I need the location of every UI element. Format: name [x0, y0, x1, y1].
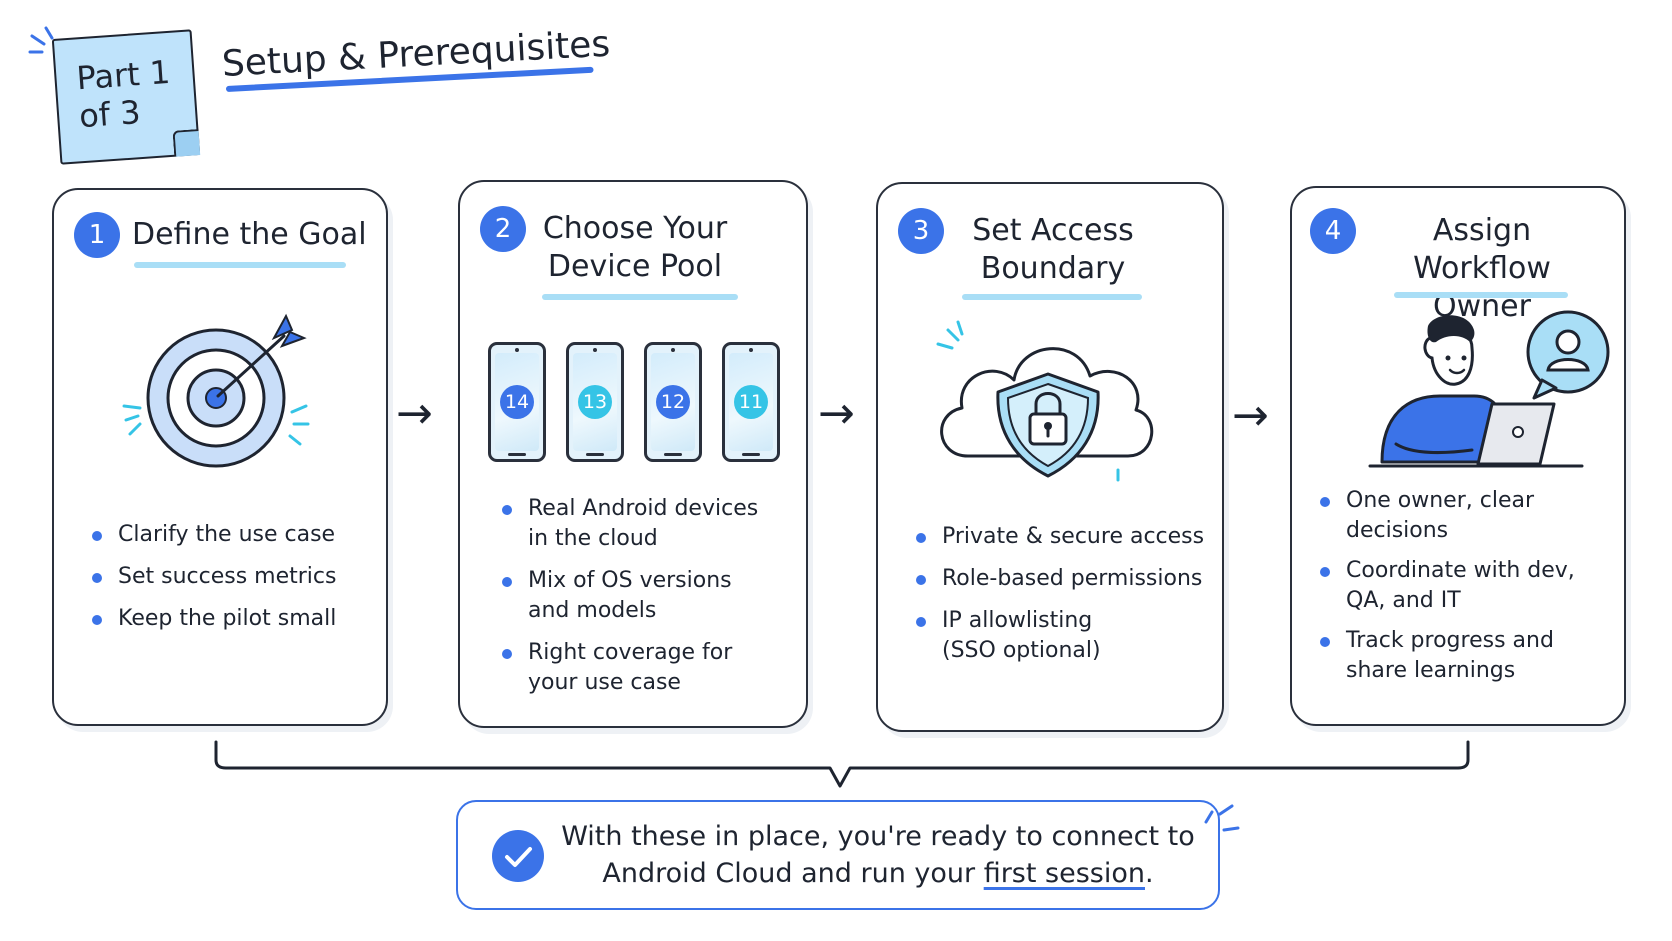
step-bullets: One owner, clear decisions Coordinate wi… [1318, 486, 1624, 686]
step-number-badge: 2 [480, 206, 526, 252]
step-card-1: 1 Define the Goal Clarify the use case S… [52, 188, 388, 726]
bullet-line: your use case [528, 670, 681, 695]
target-icon [122, 313, 310, 468]
phone-icon: 12 [644, 342, 702, 462]
bullet-line: and models [528, 598, 657, 623]
bullet-line: in the cloud [528, 526, 658, 551]
bullet-line: Mix of OS versions [528, 568, 732, 593]
bullet-line: Right coverage for [528, 640, 733, 665]
step-card-3: 3 Set Access Boundary Private & secure a… [876, 182, 1224, 732]
step-bullets: Private & secure access Role-based permi… [914, 522, 1214, 666]
step-number-badge: 3 [898, 208, 944, 254]
step-number-badge: 4 [1310, 208, 1356, 254]
step-title-line1: Set Access [972, 213, 1134, 248]
step-title-underline [962, 294, 1142, 300]
step-title: Choose Your Device Pool [520, 210, 750, 286]
bullet-line: (SSO optional) [942, 638, 1101, 663]
list-item: Mix of OS versions and models [500, 566, 800, 626]
cloud-shield-lock-icon [936, 320, 1154, 482]
step-title-line1: Define the Goal [132, 217, 367, 252]
step-bullets: Clarify the use case Set success metrics… [90, 520, 380, 634]
conclusion-line1: With these in place, you're ready to con… [561, 821, 1195, 852]
sticky-fold [172, 129, 201, 157]
sparkle-icon [1204, 804, 1240, 832]
list-item: One owner, clear decisions [1318, 486, 1624, 546]
step-title-line2: Boundary [980, 251, 1126, 286]
list-item: Track progress and share learnings [1318, 626, 1624, 686]
list-item: Private & secure access [914, 522, 1214, 552]
step-title-underline [134, 262, 346, 268]
part-sticky-note: Part 1 of 3 [51, 29, 201, 165]
list-item: IP allowlisting (SSO optional) [914, 606, 1214, 666]
step-title-line1: Choose Your [542, 211, 728, 246]
list-item: Coordinate with dev, QA, and IT [1318, 556, 1624, 616]
conclusion-emphasis: first session [983, 858, 1145, 889]
arrow-right-icon: → [1232, 390, 1269, 441]
list-item: Clarify the use case [90, 520, 380, 550]
list-item: Keep the pilot small [90, 604, 380, 634]
step-number-badge: 1 [74, 212, 120, 258]
part-label-line1: Part 1 [75, 52, 172, 98]
step-title: Define the Goal [132, 216, 372, 254]
os-version-badge: 13 [578, 385, 612, 419]
step-title-line1: Assign Workflow [1413, 213, 1551, 286]
phone-icon: 13 [566, 342, 624, 462]
conclusion-line2: Android Cloud and run your first session… [558, 855, 1198, 892]
arrow-right-icon: → [818, 388, 855, 439]
part-label: Part 1 of 3 [75, 53, 174, 135]
step-bullets: Real Android devices in the cloud Mix of… [500, 494, 800, 698]
conclusion-line2-suffix: . [1144, 858, 1154, 889]
conclusion-line2-prefix: Android Cloud and run your [602, 858, 984, 889]
bullet-line: Coordinate with dev, [1346, 558, 1575, 583]
bullet-line: share learnings [1346, 658, 1516, 683]
phone-icon: 14 [488, 342, 546, 462]
sparkle-icon [28, 26, 54, 54]
bullet-line: One owner, clear decisions [1346, 488, 1535, 543]
os-version-badge: 14 [500, 385, 534, 419]
person-laptop-icon [1368, 310, 1610, 468]
part-label-line2: of 3 [77, 93, 142, 136]
list-item: Role-based permissions [914, 564, 1214, 594]
list-item: Set success metrics [90, 562, 380, 592]
conclusion-callout: With these in place, you're ready to con… [456, 800, 1220, 910]
step-card-2: 2 Choose Your Device Pool 14 13 12 11 Re… [458, 180, 808, 728]
grouping-bracket [214, 740, 1470, 788]
check-icon [492, 830, 544, 882]
bullet-line: Real Android devices [528, 496, 759, 521]
bullet-line: Role-based permissions [942, 566, 1203, 591]
step-title-underline [1394, 292, 1568, 298]
list-item: Real Android devices in the cloud [500, 494, 800, 554]
bullet-line: IP allowlisting [942, 608, 1093, 633]
bullet-line: Private & secure access [942, 524, 1205, 549]
step-title-underline [542, 294, 738, 300]
os-version-badge: 12 [656, 385, 690, 419]
step-card-4: 4 Assign Workflow Owner One owner, clear… [1290, 186, 1626, 726]
os-version-badge: 11 [734, 385, 768, 419]
step-title: Set Access Boundary [938, 212, 1168, 288]
phone-icon: 11 [722, 342, 780, 462]
bullet-line: Track progress and [1346, 628, 1554, 653]
step-title-line2: Device Pool [547, 249, 723, 284]
conclusion-text: With these in place, you're ready to con… [558, 818, 1198, 892]
list-item: Right coverage for your use case [500, 638, 800, 698]
arrow-right-icon: → [396, 388, 433, 439]
bullet-line: QA, and IT [1346, 588, 1461, 613]
